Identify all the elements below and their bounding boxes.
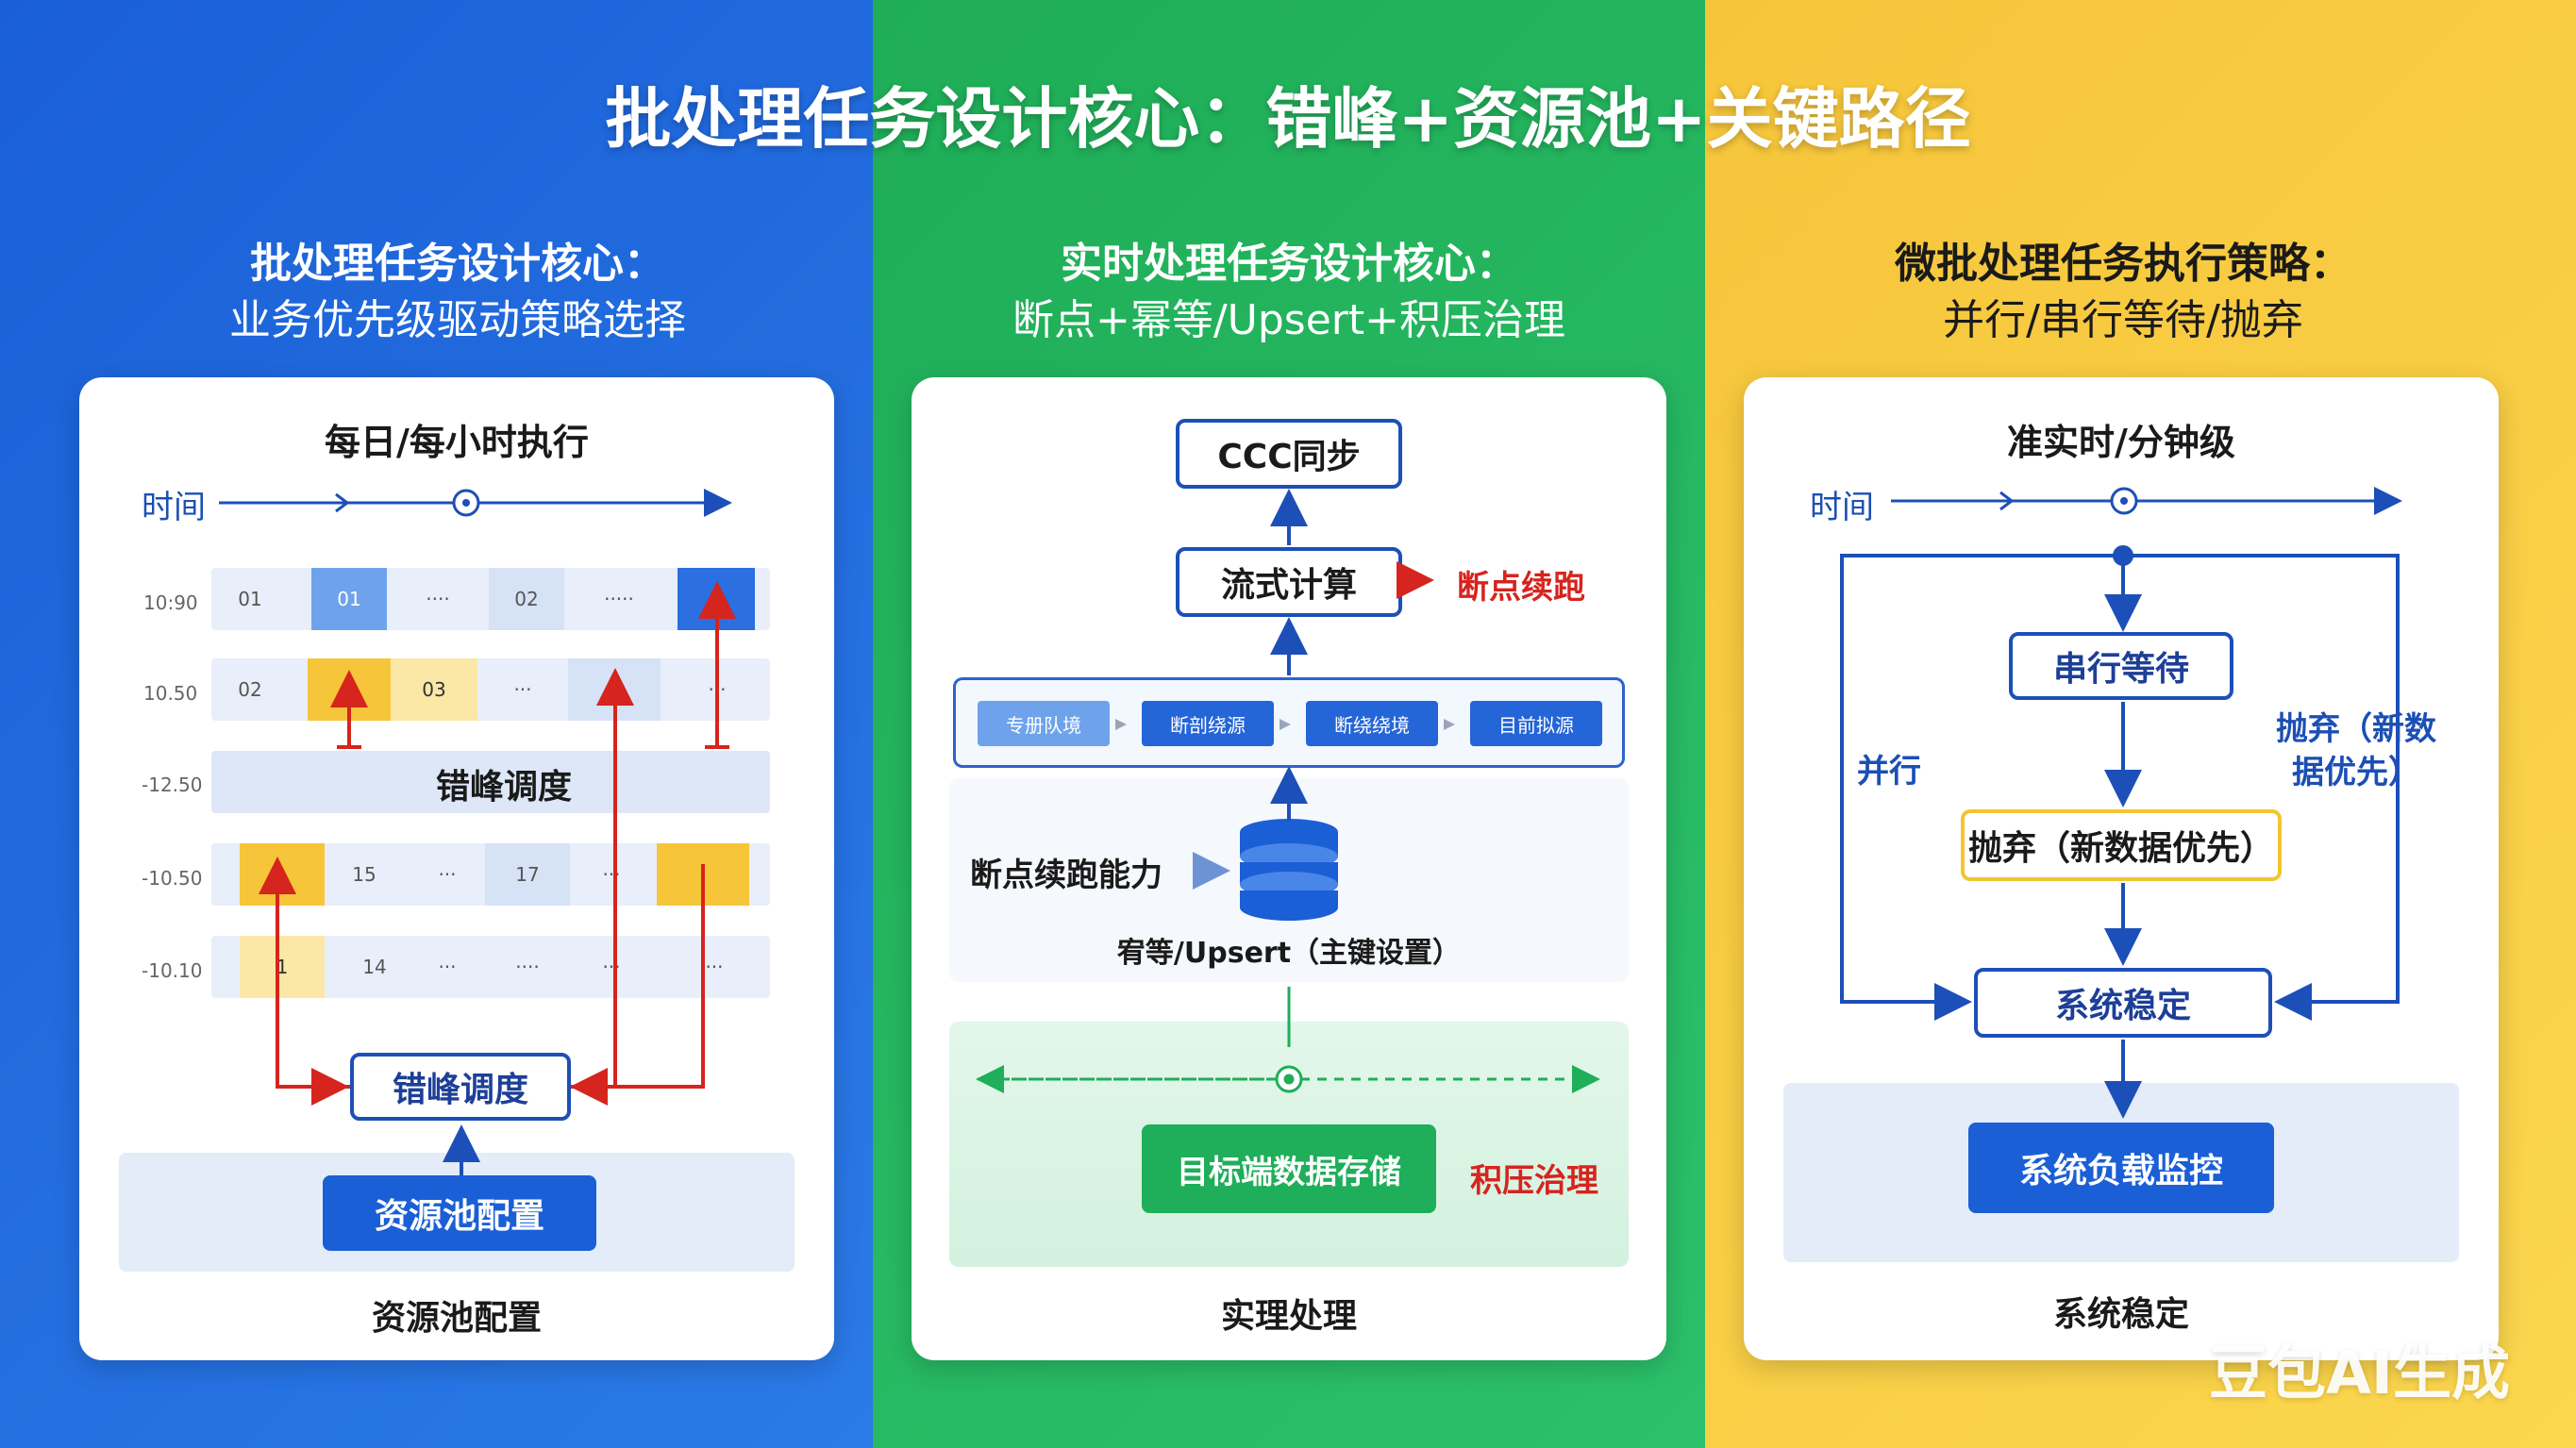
database-icon (1236, 817, 1342, 921)
slot-cell: 1 (240, 936, 325, 998)
slot-cell: ··· (705, 956, 724, 978)
card1-time-label: 时间 (142, 489, 206, 526)
pipeline-step: 专册队境 (978, 701, 1110, 746)
db-caption: 宥等/Upsert（主键设置） (1116, 937, 1462, 970)
card1-footer: 资源池配置 (371, 1299, 542, 1338)
discard-side-label: 抛弃（新数 据优先） (2276, 707, 2436, 794)
slot-cell: 14 (362, 956, 387, 978)
panel1-heading: 批处理任务设计核心： 业务优先级驱动策略选择 (33, 236, 882, 349)
slot-cell: ··· (513, 678, 532, 701)
card-realtime: CCC同步 流式计算 断点续跑 专册队境 断剖绕源 断绕绕境 目前拟源 断点续跑… (912, 377, 1666, 1360)
serial-wait-box: 串行等待 (2009, 632, 2233, 700)
slot-cell: ··· (438, 863, 457, 886)
pipeline-step: 目前拟源 (1470, 701, 1602, 746)
slot-cell: ···· (515, 956, 540, 978)
slot-cell: 01 (238, 588, 262, 610)
timeline-row (211, 658, 770, 721)
panel2-heading-line1: 实时处理任务设计核心： (1061, 240, 1517, 288)
peak-band (211, 751, 770, 813)
card2-footer: 实理处理 (1220, 1297, 1357, 1336)
target-storage-button[interactable]: 目标端数据存储 (1142, 1124, 1436, 1213)
slot-cell: ··· (602, 863, 621, 886)
system-stable-box: 系统稳定 (1974, 968, 2272, 1038)
panel2-heading-line2: 断点+幂等/Upsert+积压治理 (1012, 296, 1566, 344)
parallel-label: 并行 (1857, 753, 1921, 791)
resume-label: 断点续跑 (1457, 569, 1585, 607)
backlog-label: 积压治理 (1470, 1162, 1598, 1200)
panel1-heading-line1: 批处理任务设计核心： (250, 240, 665, 288)
slot-cell: ····· (604, 588, 634, 610)
system-load-monitor-button[interactable]: 系统负载监控 (1968, 1123, 2274, 1213)
stream-compute-box: 流式计算 (1176, 547, 1402, 617)
card-batch: 每日/每小时执行 时间 10:90 01 01 ···· 02 ····· 10… (79, 377, 834, 1360)
slot-cell: ··· (708, 678, 727, 701)
pipeline-step: 断剖绕源 (1142, 701, 1274, 746)
row-label: -10.10 (142, 959, 203, 982)
slot-cell: ···· (426, 588, 450, 610)
card-microbatch: 准实时/分钟级 时间 串行等待 并行 抛弃（新数 据优先） 抛弃（新数据优先） … (1744, 377, 2499, 1360)
panel3-heading: 微批处理任务执行策略： 并行/串行等待/抛弃 (1698, 236, 2548, 349)
slot-cell (568, 658, 661, 721)
slot-cell: 01 (311, 568, 387, 630)
slot-cell: 02 (238, 678, 262, 701)
slot-cell (240, 843, 325, 906)
capability-label: 断点续跑能力 (970, 857, 1163, 894)
slot-cell: ··· (602, 956, 621, 978)
slot-cell: ··· (438, 956, 457, 978)
panel1-heading-line2: 业务优先级驱动策略选择 (229, 296, 686, 344)
panel2-heading: 实时处理任务设计核心： 断点+幂等/Upsert+积压治理 (864, 236, 1714, 349)
card3-time-label: 时间 (1810, 489, 1874, 526)
watermark-logo: 豆包AI生成 (2208, 1339, 2510, 1407)
page-title: 批处理任务设计核心：错峰+资源池+关键路径 (605, 80, 1971, 158)
slot-cell (677, 568, 755, 630)
card1-subtitle: 每日/每小时执行 (325, 422, 589, 463)
row-label: 10:90 (143, 591, 198, 614)
pipeline-step: 断绕绕境 (1306, 701, 1438, 746)
slot-cell (308, 658, 391, 721)
panel3-heading-line2: 并行/串行等待/抛弃 (1943, 296, 2303, 344)
discard-side-line1: 抛弃（新数 (2276, 710, 2436, 748)
row-label: 10.50 (143, 682, 198, 705)
row-label: -10.50 (142, 867, 203, 890)
slot-cell: 17 (485, 843, 570, 906)
slot-cell: 15 (352, 863, 376, 886)
discard-box: 抛弃（新数据优先） (1961, 809, 2282, 881)
slot-cell: 02 (489, 568, 564, 630)
slot-cell: 03 (391, 658, 477, 721)
ccc-sync-box: CCC同步 (1176, 419, 1402, 489)
peak-band-label: 错峰调度 (435, 768, 572, 807)
panel3-heading-line1: 微批处理任务执行策略： (1895, 240, 2351, 288)
discard-side-line2: 据优先） (2292, 754, 2420, 791)
peak-schedule-box: 错峰调度 (350, 1053, 571, 1121)
slot-cell (657, 843, 749, 906)
card3-subtitle: 准实时/分钟级 (2007, 422, 2235, 463)
resource-pool-button[interactable]: 资源池配置 (323, 1175, 596, 1251)
row-label: -12.50 (142, 774, 203, 796)
card3-footer: 系统稳定 (2052, 1295, 2189, 1334)
